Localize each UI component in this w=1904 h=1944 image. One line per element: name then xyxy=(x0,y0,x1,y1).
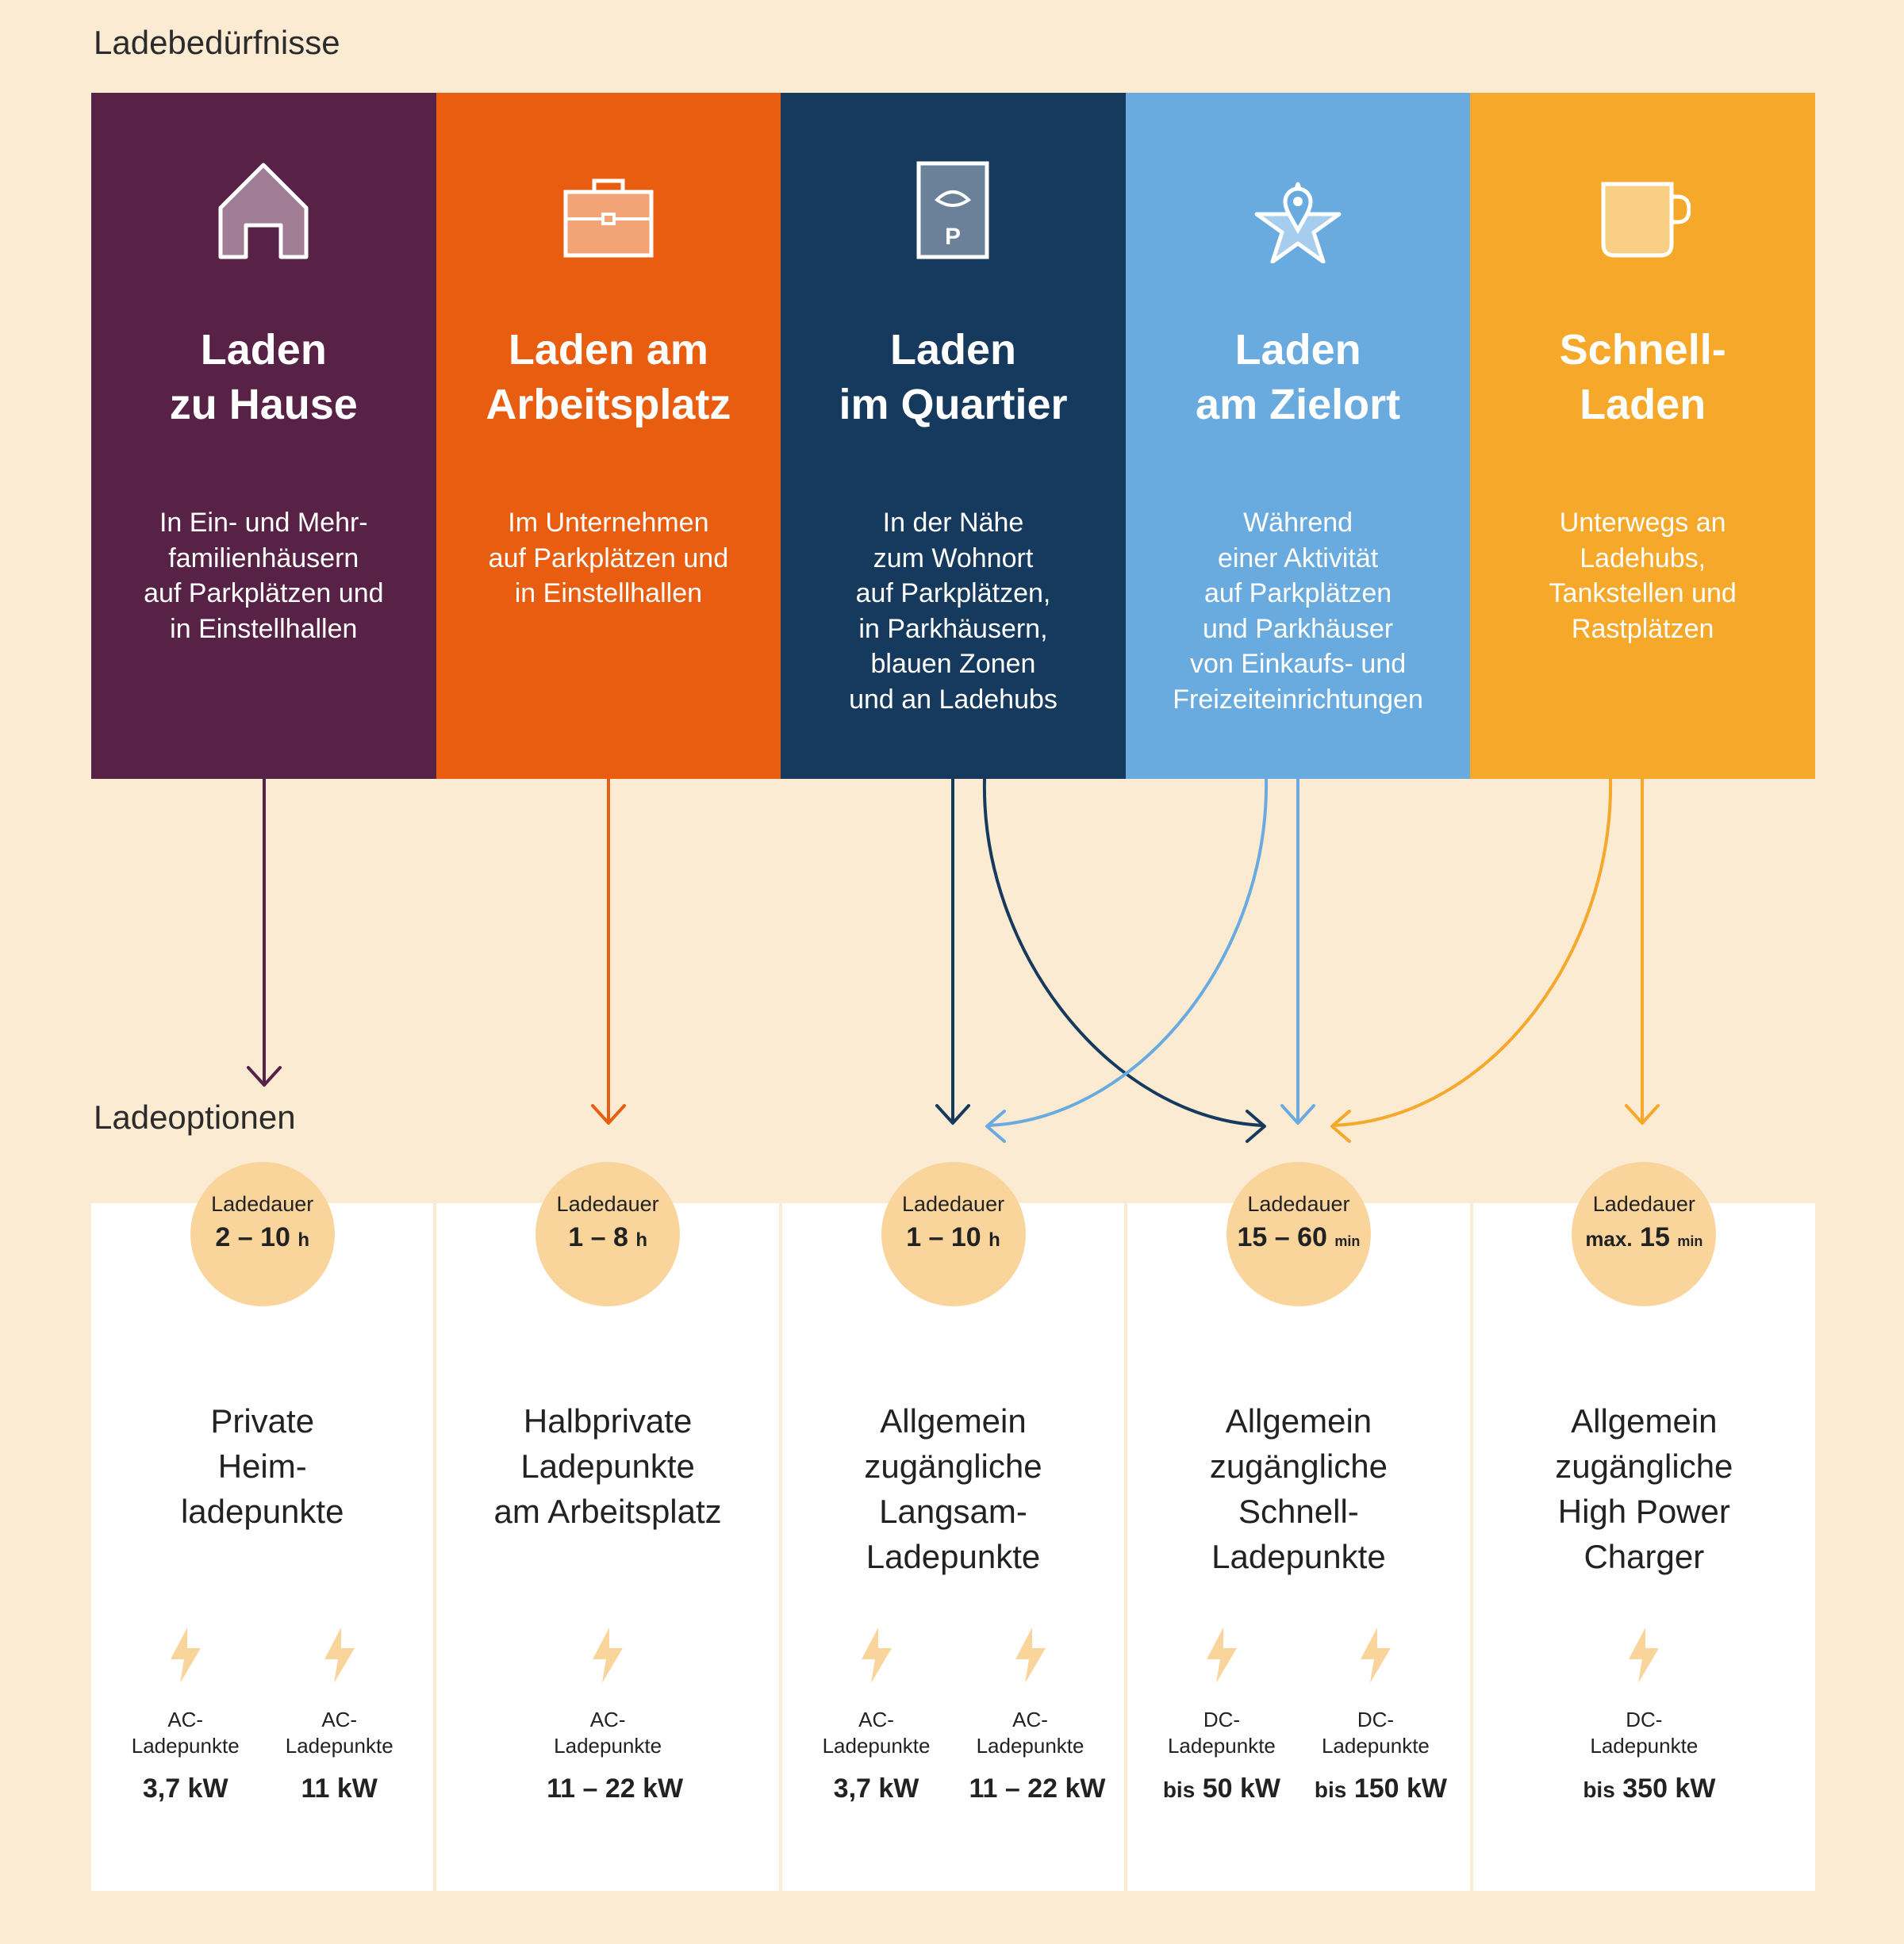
needs-heading: Ladebedürfnisse xyxy=(94,24,340,61)
lightning-bolt-icon xyxy=(590,1628,625,1683)
options-heading: Ladeoptionen xyxy=(94,1099,296,1136)
arrow-home xyxy=(247,777,282,1087)
coffee-cup-icon xyxy=(1595,160,1691,263)
duration-badge: Ladedauer 1 – 8 h xyxy=(536,1162,681,1306)
lightning-bolt-icon xyxy=(168,1628,203,1683)
lightning-bolt-icon xyxy=(1626,1628,1661,1683)
arrow-destination xyxy=(985,777,1315,1143)
briefcase-icon xyxy=(561,160,656,263)
need-title: Schnell-Laden xyxy=(1559,326,1726,428)
charger-item: DC-Ladepunkte bis 350 kW xyxy=(1583,1628,1715,1804)
duration-badge: Ladedauer max. 15 min xyxy=(1572,1162,1717,1306)
charger-list: AC-Ladepunkte 3,7 kW AC-Ladepunkte 11 – … xyxy=(782,1628,1124,1804)
charger-item: DC-Ladepunkte bis 150 kW xyxy=(1315,1628,1447,1804)
charger-item: AC-Ladepunkte 11 – 22 kW xyxy=(969,1628,1106,1804)
lightning-bolt-icon xyxy=(1358,1628,1393,1683)
star-location-pin-icon xyxy=(1250,160,1345,263)
lightning-bolt-icon xyxy=(322,1628,357,1683)
parking-sign-icon: P xyxy=(905,160,1000,263)
charger-item: AC-Ladepunkte 3,7 kW xyxy=(125,1628,247,1804)
charger-list: DC-Ladepunkte bis 50 kW DC-Ladepunkte bi… xyxy=(1127,1628,1469,1804)
lightning-bolt-icon xyxy=(1013,1628,1048,1683)
charger-list: AC-Ladepunkte 3,7 kW AC-Ladepunkte 11 kW xyxy=(91,1628,433,1804)
duration-badge: Ladedauer 1 – 10 h xyxy=(881,1162,1026,1306)
charger-item: AC-Ladepunkte 3,7 kW xyxy=(816,1628,938,1804)
charger-list: AC-Ladepunkte 11 – 22 kW xyxy=(436,1628,778,1804)
charger-list: DC-Ladepunkte bis 350 kW xyxy=(1473,1628,1815,1804)
charger-item: AC-Ladepunkte 11 – 22 kW xyxy=(547,1628,683,1804)
charger-item: DC-Ladepunkte bis 50 kW xyxy=(1161,1628,1283,1804)
duration-badge: Ladedauer 2 – 10 h xyxy=(190,1162,335,1306)
arrow-neighbourhood xyxy=(935,777,1266,1143)
house-icon xyxy=(216,160,311,263)
charger-item: AC-Ladepunkte 11 kW xyxy=(278,1628,401,1804)
duration-badge: Ladedauer 15 – 60 min xyxy=(1226,1162,1371,1306)
arrow-fast-charging xyxy=(1330,777,1660,1143)
arrow-workplace xyxy=(591,777,626,1125)
lightning-bolt-icon xyxy=(1204,1628,1239,1683)
svg-text:P: P xyxy=(945,224,961,250)
lightning-bolt-icon xyxy=(859,1628,894,1683)
